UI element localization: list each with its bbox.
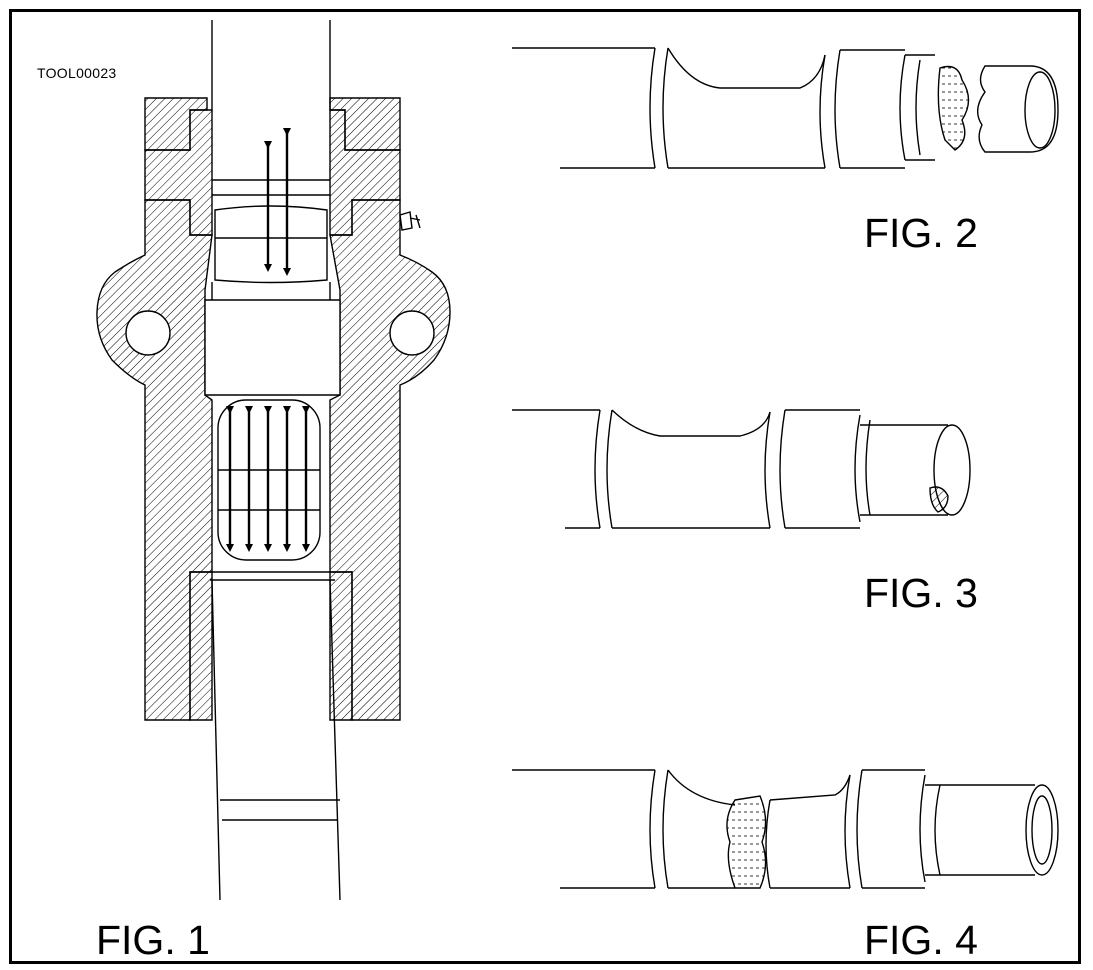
fig4-drawing [512,769,1059,889]
grease-nipple [399,211,421,231]
lower-shaft [211,579,341,901]
caption-fig4: FIG. 4 [864,917,978,963]
mount-hole-right [389,310,435,356]
fig3-drawing [512,409,971,529]
caption-fig1: FIG. 1 [96,917,210,963]
upper-journal [214,205,328,284]
caption-fig2: FIG. 2 [864,210,978,256]
fracture-face-fig2 [937,65,970,151]
caption-fig3: FIG. 3 [864,570,978,616]
bottom-seal-right [329,571,353,721]
fracture-face-fig4 [726,795,767,889]
bottom-seal-left [189,571,213,721]
mount-hole-left [125,310,171,356]
chip-damage [929,486,949,513]
broken-end-fig2 [977,65,1059,153]
reference-code: TOOL00023 [37,65,117,81]
middle-block [204,299,341,396]
fig2-drawing [512,47,1059,169]
fig1-drawing [96,20,451,901]
